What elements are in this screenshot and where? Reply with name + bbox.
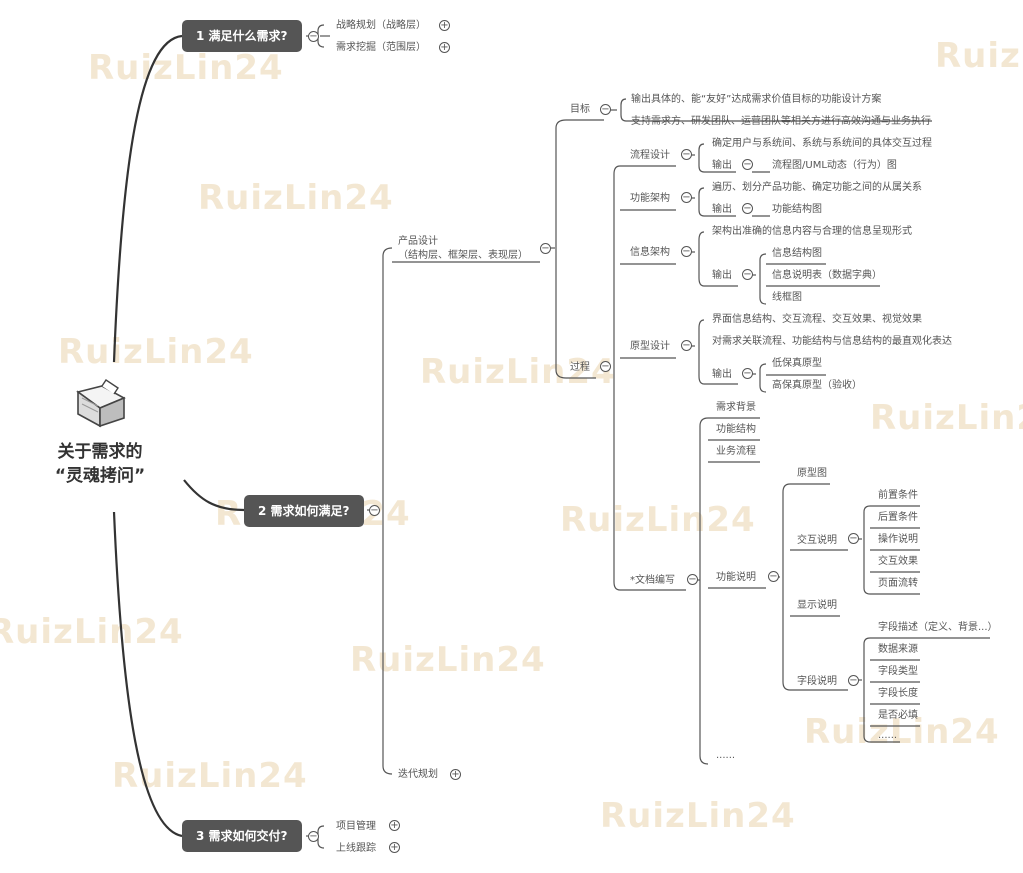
info-arch-output-item: 信息说明表（数据字典） [772,270,882,281]
root-title: 关于需求的 “灵魂拷问” [38,440,162,488]
display-desc-item: 显示说明 [797,600,837,611]
proto-image-item: 原型图 [797,468,827,479]
interaction-item: 前置条件 [878,490,918,501]
goal-node[interactable]: 目标 [570,104,590,115]
collapse-toggle-icon[interactable]: − [369,505,380,516]
product-design-label: 产品设计 [398,236,438,247]
info-arch-output-item: 线框图 [772,292,802,303]
collapse-toggle-icon[interactable]: − [848,675,859,686]
goal-item: 输出具体的、能“友好”达成需求价值目标的功能设计方案 [631,94,882,105]
collapse-toggle-icon[interactable]: − [600,104,611,115]
watermark: RuizLin24 [560,500,756,540]
field-item: 数据来源 [878,644,918,655]
doc-item: 功能结构 [716,424,756,435]
expand-toggle-icon[interactable]: + [450,769,461,780]
field-item: ...... [878,730,898,741]
collapse-toggle-icon[interactable]: − [681,246,692,257]
product-design-sublabel: （结构层、框架层、表现层） [398,250,528,261]
collapse-toggle-icon[interactable]: − [742,368,753,379]
func-arch-desc: 遍历、划分产品功能、确定功能之间的从属关系 [712,182,922,193]
expand-toggle-icon[interactable]: + [439,42,450,53]
info-arch-desc: 架构出准确的信息内容与合理的信息呈现形式 [712,226,912,237]
collapse-toggle-icon[interactable]: − [848,533,859,544]
field-desc-node[interactable]: 字段说明 [797,676,837,687]
collapse-toggle-icon[interactable]: − [742,159,753,170]
process-node[interactable]: 过程 [570,362,590,373]
watermark: RuizLin24 [420,352,616,392]
b1-child-strategy[interactable]: 战略规划（战略层） [336,20,426,31]
collapse-toggle-icon[interactable]: − [742,203,753,214]
collapse-toggle-icon[interactable]: − [308,831,319,842]
watermark: RuizLin24 [112,756,308,796]
prototype-output-label: 输出 [712,369,732,380]
interaction-item: 后置条件 [878,512,918,523]
doc-more: ...... [716,750,736,761]
func-arch-node[interactable]: 功能架构 [630,193,670,204]
field-item: 字段长度 [878,688,918,699]
info-arch-output-item: 信息结构图 [772,248,822,259]
func-arch-output-label: 输出 [712,204,732,215]
field-item: 是否必填 [878,710,918,721]
book-icon [72,378,128,430]
expand-toggle-icon[interactable]: + [439,20,450,31]
doc-item: 需求背景 [716,402,756,413]
flow-output-label: 输出 [712,160,732,171]
watermark: RuizLin24 [198,178,394,218]
watermark: RuizLin24 [88,48,284,88]
collapse-toggle-icon[interactable]: − [681,340,692,351]
collapse-toggle-icon[interactable]: − [681,149,692,160]
watermark: RuizLin24 [870,398,1023,438]
doc-writing-node[interactable]: *文档编写 [630,575,675,586]
field-item: 字段描述（定义、背景...） [878,622,998,633]
b3-child-project[interactable]: 项目管理 [336,821,376,832]
doc-item: 业务流程 [716,446,756,457]
field-item: 字段类型 [878,666,918,677]
func-arch-output-item: 功能结构图 [772,204,822,215]
prototype-output-item: 低保真原型 [772,358,822,369]
prototype-desc: 界面信息结构、交互流程、交互效果、视觉效果 [712,314,922,325]
info-arch-output-label: 输出 [712,270,732,281]
flow-output-item: 流程图/UML动态（行为）图 [772,160,897,171]
collapse-toggle-icon[interactable]: − [308,31,319,42]
interaction-desc-node[interactable]: 交互说明 [797,535,837,546]
b3-child-tracking[interactable]: 上线跟踪 [336,843,376,854]
interaction-item: 交互效果 [878,556,918,567]
collapse-toggle-icon[interactable]: − [600,361,611,372]
branch-3-node[interactable]: 3 需求如何交付? [182,820,302,852]
watermark: RuizLin24 [58,332,254,372]
prototype-node[interactable]: 原型设计 [630,341,670,352]
expand-toggle-icon[interactable]: + [389,820,400,831]
prototype-output-item: 高保真原型（验收） [772,380,862,391]
collapse-toggle-icon[interactable]: − [687,574,698,585]
flow-design-node[interactable]: 流程设计 [630,150,670,161]
interaction-item: 页面流转 [878,578,918,589]
goal-item: 支持需求方、研发团队、运营团队等相关方进行高效沟通与业务执行 [631,116,931,127]
flow-desc: 确定用户与系统间、系统与系统间的具体交互过程 [712,138,932,149]
expand-toggle-icon[interactable]: + [389,842,400,853]
root-title-line1: 关于需求的 [57,442,143,462]
product-design-node[interactable]: 产品设计 （结构层、框架层、表现层） [398,236,528,262]
collapse-toggle-icon[interactable]: − [540,243,551,254]
watermark: RuizLin24 [0,612,184,652]
collapse-toggle-icon[interactable]: − [681,192,692,203]
branch-2-node[interactable]: 2 需求如何满足? [244,495,364,527]
info-arch-node[interactable]: 信息架构 [630,247,670,258]
iteration-node[interactable]: 迭代规划 [398,769,438,780]
watermark: RuizLin24 [600,796,796,836]
branch-1-node[interactable]: 1 满足什么需求? [182,20,302,52]
watermark: RuizLin24 [935,36,1023,76]
collapse-toggle-icon[interactable]: − [768,571,779,582]
watermark: RuizLin24 [804,712,1000,752]
collapse-toggle-icon[interactable]: − [742,269,753,280]
root-title-line2: “灵魂拷问” [54,466,146,486]
interaction-item: 操作说明 [878,534,918,545]
b1-child-mining[interactable]: 需求挖掘（范围层） [336,42,426,53]
prototype-desc: 对需求关联流程、功能结构与信息结构的最直观化表达 [712,336,952,347]
func-desc-node[interactable]: 功能说明 [716,572,756,583]
